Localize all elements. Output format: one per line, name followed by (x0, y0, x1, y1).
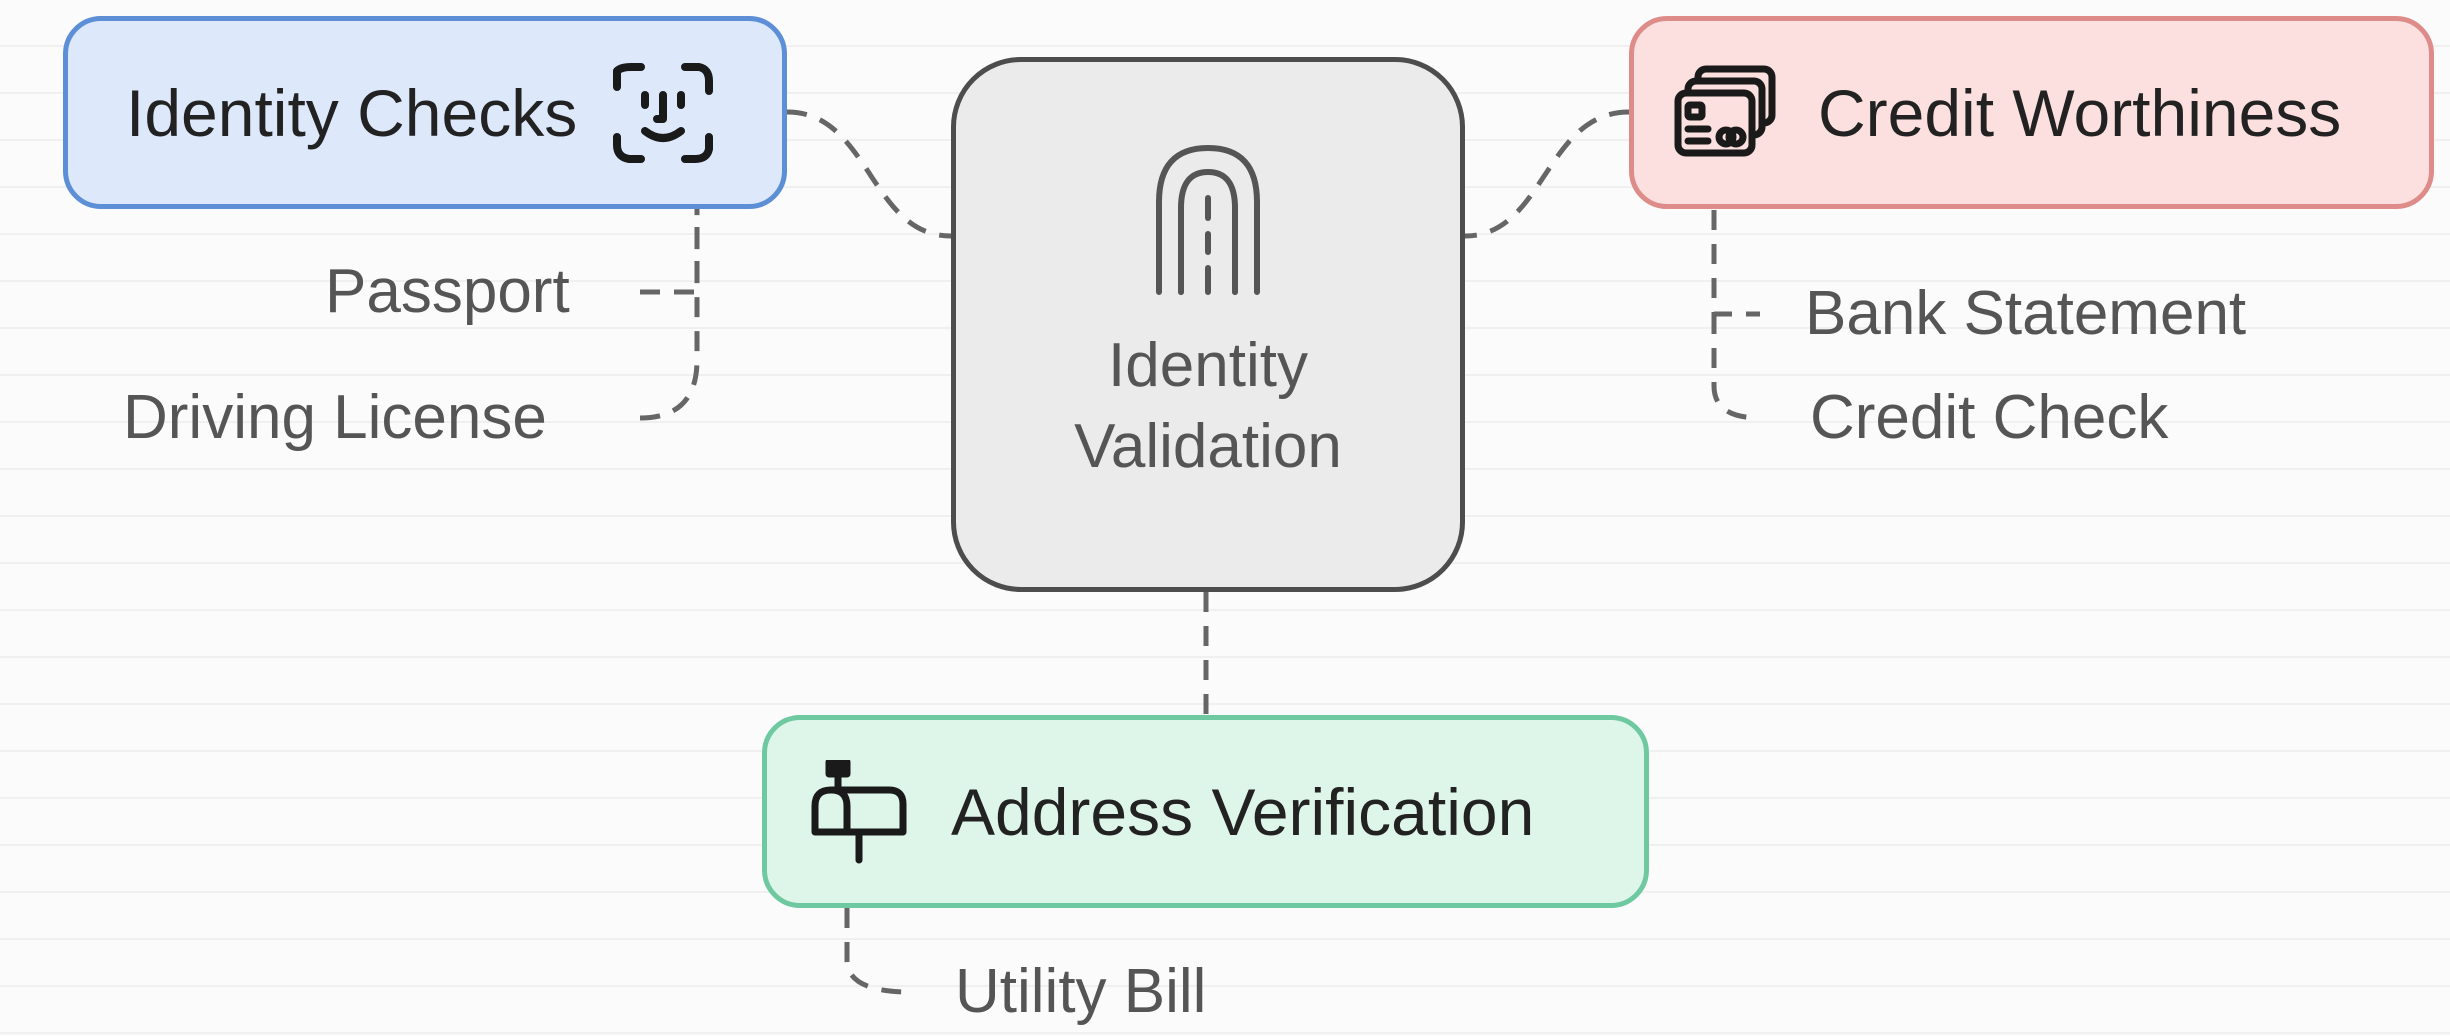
identity-checks-node: Identity Checks (63, 16, 787, 209)
fingerprint-icon (1153, 142, 1263, 302)
leaf-passport: Passport (325, 257, 570, 326)
connector-passport (640, 209, 700, 295)
connector-driving-license (639, 209, 700, 421)
credit-cards-icon (1674, 61, 1778, 165)
mailbox-icon (807, 758, 911, 864)
connector-utility-bill (844, 908, 911, 995)
leaf-credit-check: Credit Check (1810, 383, 2169, 452)
face-id-icon (611, 61, 715, 165)
address-verification-label: Address Verification (951, 774, 1535, 849)
connector-credit-worthiness (1464, 109, 1630, 239)
connector-credit-check (1711, 314, 1761, 421)
leaf-utility-bill: Utility Bill (955, 957, 1207, 1026)
leaf-driving-license: Driving License (123, 383, 547, 452)
connector-bank-statement (1711, 210, 1760, 317)
identity-checks-label: Identity Checks (126, 75, 578, 150)
credit-worthiness-label: Credit Worthiness (1818, 75, 2342, 150)
address-verification-node: Address Verification (762, 715, 1649, 908)
leaf-bank-statement: Bank Statement (1805, 279, 2247, 348)
connector-identity-checks (786, 109, 952, 239)
credit-worthiness-node: Credit Worthiness (1629, 16, 2434, 209)
